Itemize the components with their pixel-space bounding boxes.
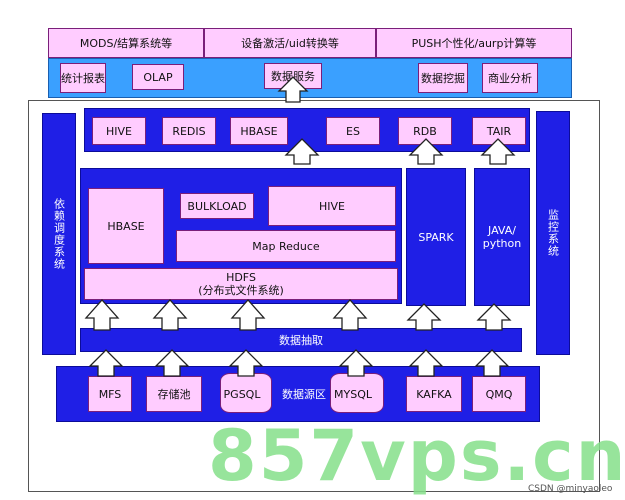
source-mysql-cylinder: [330, 373, 384, 413]
csdn-credit: CSDN @minyaoleo: [528, 484, 613, 494]
extract-bar: 数据抽取: [80, 328, 522, 352]
arrow-up-qmq: [474, 349, 510, 377]
compute-hdfs: HDFS (分布式文件系统): [84, 268, 398, 300]
compute-hbase: HBASE: [88, 188, 164, 264]
arrow-up-4: [332, 299, 368, 331]
source-kafka: KAFKA: [406, 376, 462, 412]
compute-spark: SPARK: [406, 168, 466, 306]
arrow-up-tair: [480, 138, 516, 165]
arrow-up-pool: [154, 349, 190, 377]
storage-hbase: HBASE: [230, 117, 288, 145]
compute-mapreduce: Map Reduce: [176, 230, 396, 262]
top-bar-push: PUSH个性化/aurp计算等: [376, 28, 572, 58]
arrow-up-kafka: [408, 349, 444, 377]
storage-tair: TAIR: [472, 117, 526, 145]
compute-hive: HIVE: [268, 186, 396, 226]
hdfs-title: HDFS: [226, 271, 256, 284]
arrow-up-rdb: [408, 138, 444, 165]
watermark: 857vps.cn: [208, 415, 625, 497]
service-data-mining: 数据挖掘: [418, 63, 468, 93]
arrow-up-pgsql: [228, 349, 264, 377]
source-layer-label: 数据源区: [282, 387, 326, 401]
hdfs-subtitle: (分布式文件系统): [198, 284, 284, 297]
arrow-up-2: [152, 299, 188, 331]
source-qmq: QMQ: [472, 376, 526, 412]
arrow-up-mysql: [338, 349, 374, 377]
service-olap: OLAP: [132, 64, 184, 90]
source-mysql: MYSQL: [334, 387, 372, 401]
service-business-analysis: 商业分析: [482, 63, 538, 93]
arrow-up-service: [277, 76, 309, 103]
source-mfs: MFS: [88, 376, 132, 412]
arrow-up-mfs: [88, 349, 124, 377]
storage-redis: REDIS: [162, 117, 216, 145]
right-panel-monitor: 监控系统: [536, 111, 570, 355]
arrow-up-java: [476, 303, 512, 331]
top-bar-device: 设备激活/uid转换等: [204, 28, 376, 58]
left-panel-scheduler: 依赖调度系统: [42, 113, 76, 355]
source-pgsql: PGSQL: [223, 387, 261, 401]
compute-java-python: JAVA/ python: [474, 168, 530, 306]
arrow-up-1: [84, 299, 120, 331]
source-storage-pool: 存储池: [146, 376, 202, 412]
arrow-up-3: [230, 299, 266, 331]
service-stats-report: 统计报表: [60, 63, 106, 93]
service-data-service: 数据服务: [264, 63, 322, 89]
compute-bulkload: BULKLOAD: [180, 193, 254, 219]
storage-hive: HIVE: [92, 117, 146, 145]
right-panel-label: 监控系统: [546, 209, 560, 257]
arrow-up-hive-storage: [284, 138, 320, 165]
left-panel-label: 依赖调度系统: [52, 198, 66, 270]
storage-es: ES: [326, 117, 380, 145]
top-bar-mods: MODS/结算系统等: [48, 28, 204, 58]
arrow-up-spark: [406, 303, 442, 331]
